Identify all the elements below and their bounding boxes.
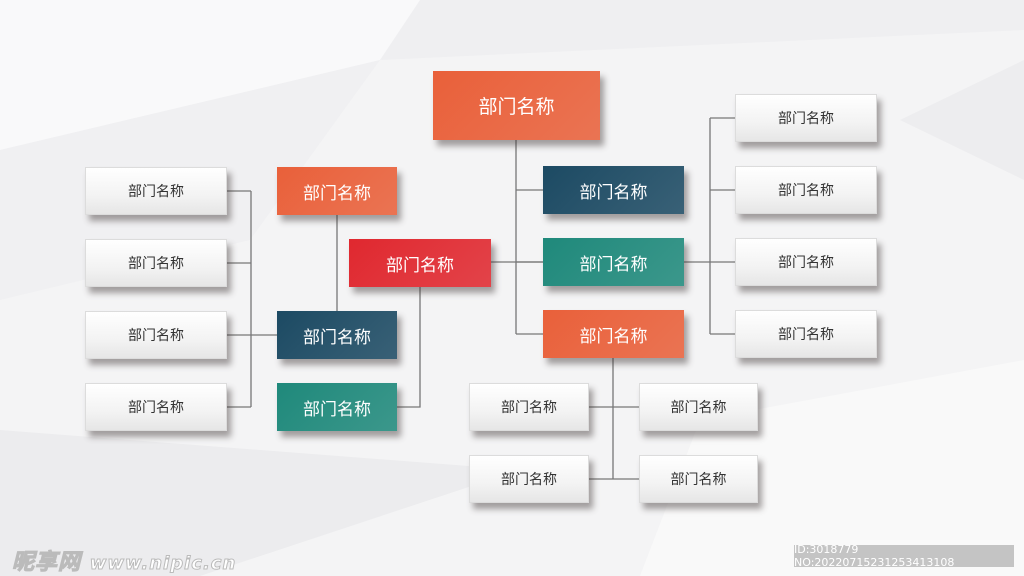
node-label: 部门名称: [579, 254, 648, 275]
node-label: 部门名称: [778, 255, 834, 271]
node-label: 部门名称: [778, 111, 834, 127]
node-label: 部门名称: [303, 327, 371, 348]
left-sub-node[interactable]: 部门名称: [85, 167, 227, 215]
bottom-sub-node[interactable]: 部门名称: [639, 455, 758, 503]
node-label: 部门名称: [386, 255, 454, 276]
right-sub-node[interactable]: 部门名称: [735, 166, 877, 214]
node-label: 部门名称: [128, 400, 184, 416]
right-teal-department-node[interactable]: 部门名称: [543, 238, 684, 286]
left-sub-node[interactable]: 部门名称: [85, 383, 227, 431]
image-id-text: ID:3018779 NO:20220715231253413108: [794, 543, 955, 569]
center-red-department-node[interactable]: 部门名称: [349, 239, 491, 287]
watermark-logo: 昵享网 www.nipic.cn: [11, 544, 237, 576]
connector: [397, 287, 421, 408]
bottom-sub-node[interactable]: 部门名称: [639, 383, 758, 431]
image-id-badge: ID:3018779 NO:20220715231253413108: [794, 543, 1014, 569]
node-label: 部门名称: [670, 472, 727, 488]
bottom-sub-node[interactable]: 部门名称: [469, 383, 589, 431]
top-department-node[interactable]: 部门名称: [433, 71, 600, 140]
left-navy-department-node[interactable]: 部门名称: [277, 311, 397, 359]
node-label: 部门名称: [501, 472, 557, 488]
right-sub-node[interactable]: 部门名称: [735, 310, 877, 358]
connector: [589, 358, 639, 480]
node-label: 部门名称: [128, 184, 184, 200]
bottom-sub-node[interactable]: 部门名称: [469, 455, 589, 503]
right-navy-department-node[interactable]: 部门名称: [543, 166, 684, 214]
watermark-url: www.nipic.cn: [89, 553, 237, 575]
node-label: 部门名称: [303, 183, 371, 204]
connector: [684, 117, 735, 335]
node-label: 部门名称: [501, 400, 557, 416]
left-orange-department-node[interactable]: 部门名称: [277, 167, 397, 215]
left-teal-department-node[interactable]: 部门名称: [277, 383, 397, 431]
right-orange-department-node[interactable]: 部门名称: [543, 310, 684, 358]
node-label: 部门名称: [778, 327, 834, 343]
left-sub-node[interactable]: 部门名称: [85, 239, 227, 287]
connector: [227, 190, 277, 408]
watermark-brand: 昵享网: [11, 550, 82, 576]
right-sub-node[interactable]: 部门名称: [735, 94, 877, 142]
node-label: 部门名称: [579, 182, 648, 203]
node-label: 部门名称: [478, 96, 555, 118]
node-label: 部门名称: [303, 399, 371, 420]
connector: [515, 140, 543, 335]
node-label: 部门名称: [579, 326, 648, 347]
node-label: 部门名称: [670, 400, 727, 416]
node-label: 部门名称: [128, 328, 184, 344]
left-sub-node[interactable]: 部门名称: [85, 311, 227, 359]
node-label: 部门名称: [778, 183, 834, 199]
node-label: 部门名称: [128, 256, 184, 272]
right-sub-node[interactable]: 部门名称: [735, 238, 877, 286]
